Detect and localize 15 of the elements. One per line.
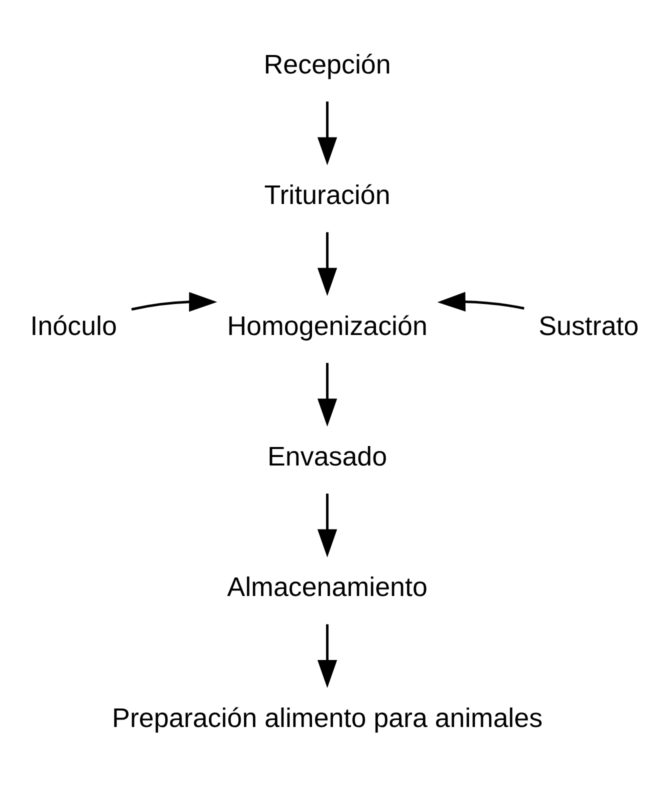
arrow (317, 101, 338, 165)
arrow (437, 291, 524, 312)
node-text: Sustrato (538, 310, 639, 340)
node-text: Envasado (267, 440, 388, 471)
node-text: Preparación alimento para animales (112, 702, 543, 732)
arrow (317, 624, 338, 688)
node-text: Homogenización (227, 310, 428, 340)
arrow (131, 292, 218, 312)
node-text: Trituración (264, 180, 390, 210)
arrow (317, 232, 338, 296)
node-text: Inóculo (30, 310, 117, 340)
arrow (317, 493, 338, 557)
arrow (317, 362, 338, 426)
node-text: Recepción (264, 48, 391, 79)
node-text: Almacenamiento (227, 572, 428, 602)
